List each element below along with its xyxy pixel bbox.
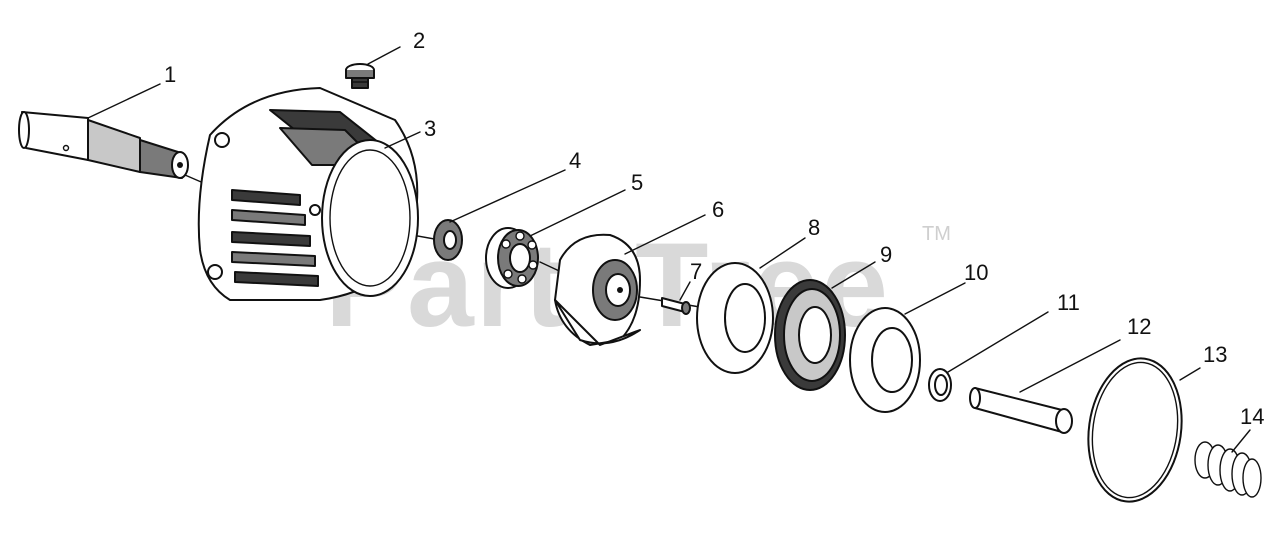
callout-9: 9 [880,242,892,267]
callout-6: 6 [712,197,724,222]
part-9-needle-bearing [774,279,846,391]
part-8-thrust-washer [696,262,774,374]
callout-13: 13 [1203,342,1227,367]
part-4-washer [433,219,463,261]
watermark-tm: TM [922,223,951,245]
callout-7: 7 [690,259,702,284]
part-2-plug [345,63,375,89]
part-7-pin [661,297,691,315]
callout-14: 14 [1240,404,1264,429]
callout-12: 12 [1127,314,1151,339]
callout-3: 3 [424,116,436,141]
part-6-wobble-plate [554,233,641,346]
callout-11: 11 [1057,290,1080,315]
part-11-o-ring [928,368,952,402]
part-3-housing [197,87,419,301]
callout-2: 2 [413,28,425,53]
callout-1: 1 [164,62,176,87]
part-12-piston [969,387,1073,434]
part-14-spring [1194,441,1262,498]
leader-lines [87,46,1251,453]
callout-5: 5 [631,170,643,195]
part-13-large-o-ring [1087,357,1183,503]
part-1-shaft [18,111,189,179]
callout-4: 4 [569,148,581,173]
part-10-washer [849,307,921,413]
callout-10: 10 [964,260,988,285]
callout-8: 8 [808,215,820,240]
part-5-bearing [485,227,539,289]
